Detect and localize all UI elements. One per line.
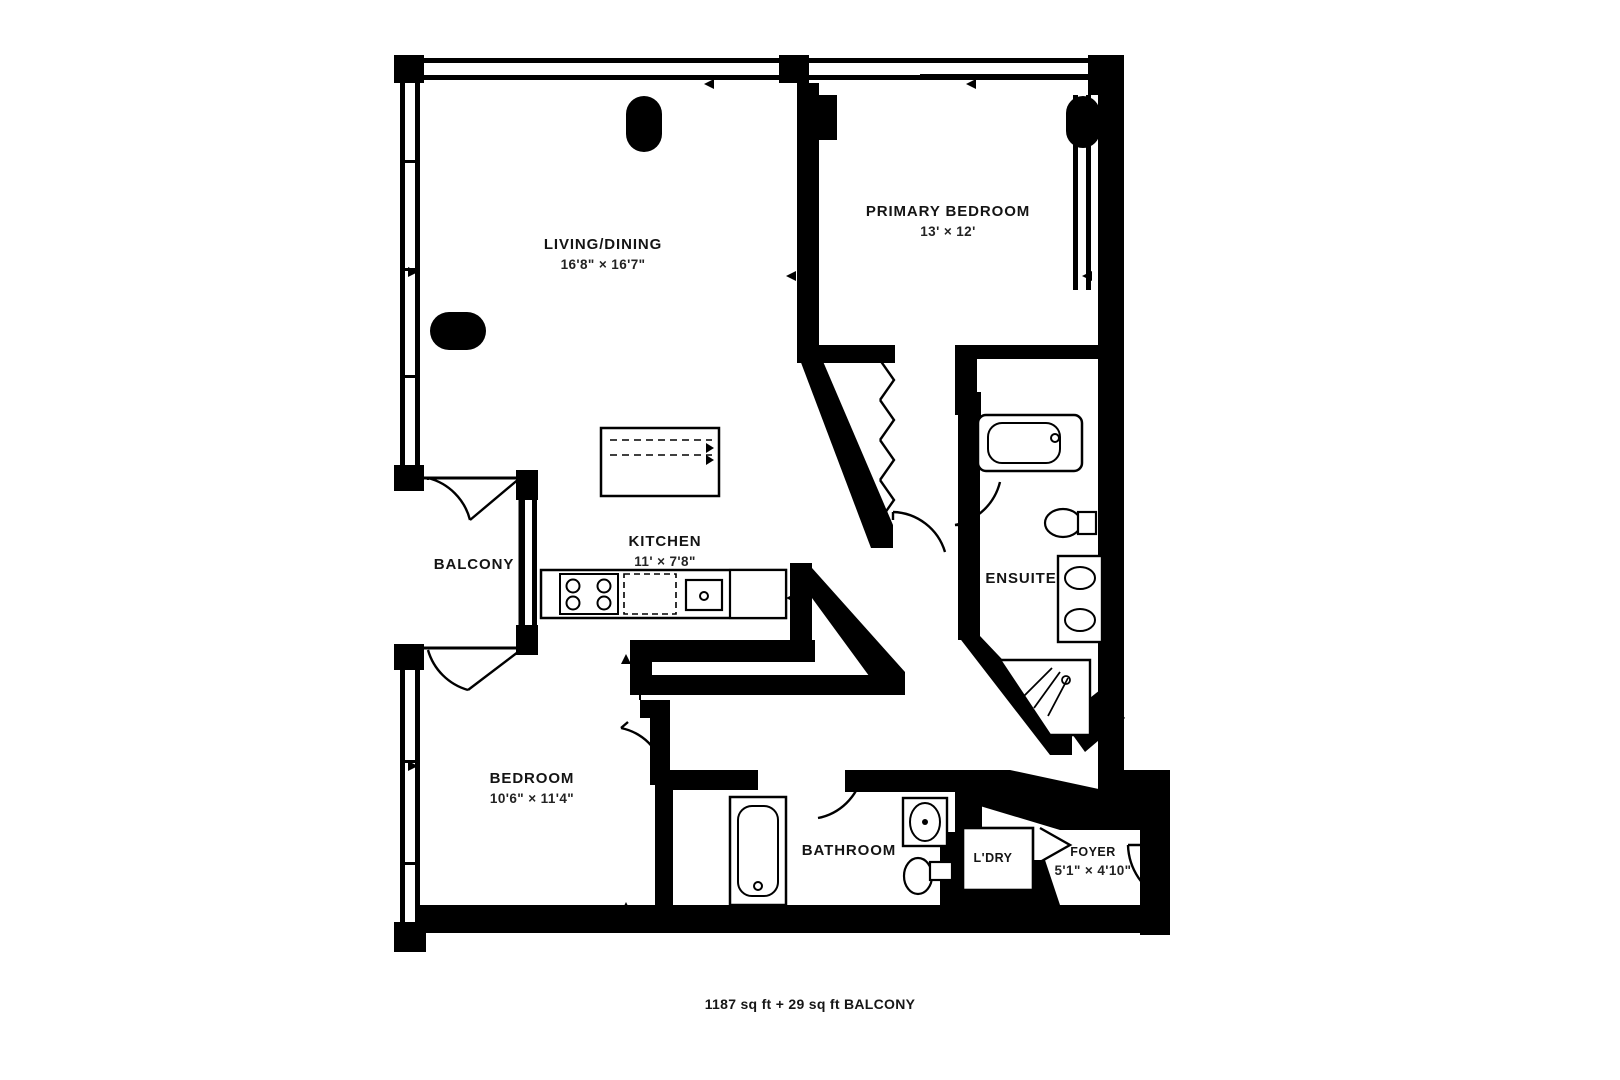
structural-columns — [430, 96, 1100, 350]
bathroom-sink-icon — [901, 796, 949, 848]
laundry-closet-outline — [961, 826, 1035, 892]
cooktop-icon — [559, 573, 619, 615]
ensuite-double-sink-icon — [1056, 554, 1104, 644]
kitchen-counter-run — [539, 568, 788, 620]
structural-column-icon — [430, 312, 486, 350]
bedroom-closet-lines — [658, 830, 670, 900]
window-glazing-right — [1073, 95, 1091, 290]
ensuite-toilet-icon — [1043, 507, 1098, 539]
structural-column-icon — [1066, 96, 1100, 148]
door-swings — [426, 359, 1170, 902]
footer: 1187 sq ft + 29 sq ft BALCONY — [0, 996, 1620, 1014]
sink-icon — [684, 578, 724, 612]
exterior-walls — [394, 55, 1170, 952]
balcony-walls — [516, 470, 538, 655]
window-direction-markers — [408, 79, 1150, 915]
window-glazing-top-right — [920, 58, 1090, 78]
ensuite-bathtub-icon — [976, 413, 1084, 473]
kitchen-island-icon — [599, 426, 721, 498]
structural-column-icon — [626, 96, 662, 152]
bathroom-toilet-icon — [902, 856, 954, 896]
area-summary-text: 1187 sq ft + 29 sq ft BALCONY — [704, 996, 916, 1012]
ensuite-shower-icon — [997, 658, 1092, 737]
bathroom-bathtub-icon — [728, 795, 788, 907]
closet-lines — [639, 351, 1030, 700]
balcony-outline — [424, 476, 522, 650]
